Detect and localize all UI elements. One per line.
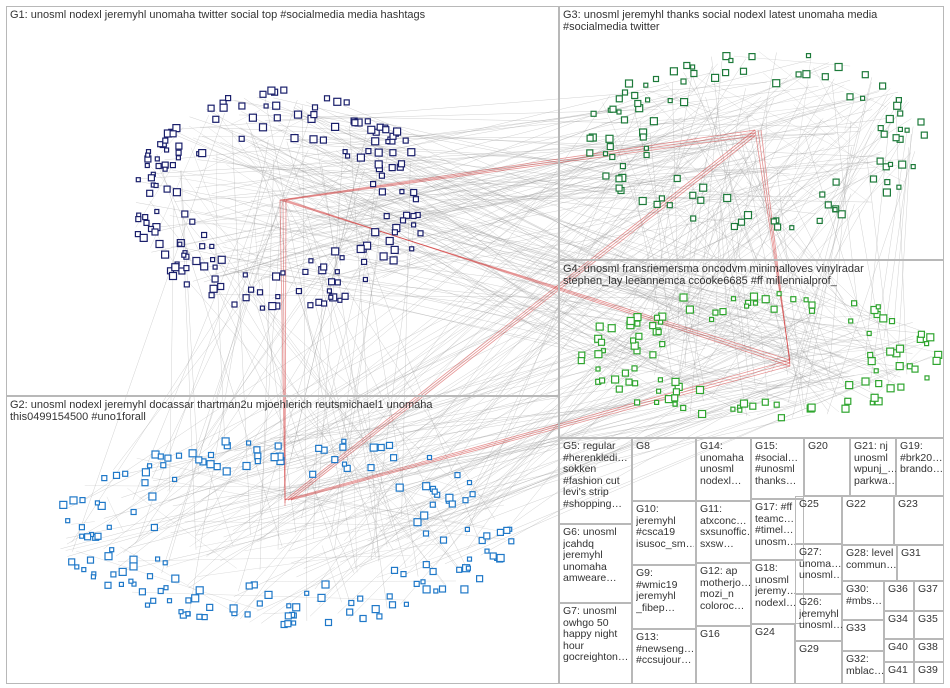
group-g33-box: G33 [842, 620, 884, 651]
group-g9-label: G9: #wmic19 jeremyhl _fibep… [636, 568, 694, 614]
group-g36-box: G36 [884, 581, 914, 611]
group-g30-label: G30: #mbs… [846, 584, 886, 607]
group-g1-box: G1: unosml nodexl jeremyhl unomaha twitt… [6, 6, 559, 396]
group-g25-label: G25 [799, 499, 841, 511]
group-g28-label: G28: level commun… [846, 548, 898, 571]
group-g16-label: G16 [700, 629, 750, 641]
group-g39-box: G39 [914, 662, 944, 684]
group-g13-box: G13: #newseng… #ccsujour… [632, 629, 696, 684]
group-g2-box: G2: unosml nodexl jeremyhl docassar thar… [6, 396, 559, 684]
group-g22-label: G22 [846, 499, 893, 511]
group-g24-label: G24 [755, 627, 795, 639]
group-g36-label: G36 [888, 584, 914, 596]
group-g30-box: G30: #mbs… [842, 581, 884, 620]
group-g6-box: G6: unosml jcahdq jeremyhl unomaha amwea… [559, 524, 632, 603]
group-g37-label: G37 [918, 584, 944, 596]
group-g21-box: G21: nj unosml wpunj_… parkwa… [850, 438, 896, 496]
group-g4-label: G4: unosml fransriemersma oncodvm minima… [563, 263, 941, 287]
group-g40-box: G40 [884, 639, 914, 662]
group-g25-box: G25 [795, 496, 842, 544]
group-g31-box: G31 [897, 545, 944, 581]
group-g41-label: G41 [888, 665, 914, 677]
group-g35-box: G35 [914, 611, 944, 639]
group-g3-box: G3: unosml jeremyhl thanks social nodexl… [559, 6, 944, 260]
group-g26-box: G26: jeremyhl unosml… [795, 594, 842, 641]
group-g32-box: G32: mblac… [842, 651, 884, 684]
group-g15-box: G15: #social… #unosml thanks… [751, 438, 804, 499]
group-g8-box: G8 [632, 438, 696, 501]
group-g16-box: G16 [696, 626, 751, 684]
group-g9-box: G9: #wmic19 jeremyhl _fibep… [632, 565, 696, 629]
group-g38-label: G38 [918, 642, 944, 654]
group-g11-box: G11: atxconc… sxsunoffic… sxsw… [696, 501, 751, 563]
group-g8-label: G8 [636, 441, 694, 453]
group-g23-box: G23 [894, 496, 944, 545]
group-g3-label: G3: unosml jeremyhl thanks social nodexl… [563, 9, 941, 33]
group-g5-label: G5: regular #herenkledi… sokken #fashion… [563, 441, 631, 511]
group-g23-label: G23 [898, 499, 944, 511]
group-g38-box: G38 [914, 639, 944, 662]
group-g29-box: G29 [795, 641, 842, 684]
group-g13-label: G13: #newseng… #ccsujour… [636, 632, 694, 667]
group-g34-box: G34 [884, 611, 914, 639]
group-g12-box: G12: ap motherjo… mozi_n coloroc… [696, 563, 751, 626]
group-g4-box: G4: unosml fransriemersma oncodvm minima… [559, 260, 944, 438]
group-g2-label: G2: unosml nodexl jeremyhl docassar thar… [10, 399, 555, 423]
group-g19-label: G19: #brk20… brando… [900, 441, 945, 476]
group-g33-label: G33 [846, 623, 884, 635]
group-g27-box: G27: unoma… unosml… [795, 544, 842, 594]
group-g14-box: G14: unomaha unosml nodexl… [696, 438, 751, 501]
group-g14-label: G14: unomaha unosml nodexl… [700, 441, 750, 487]
group-g10-label: G10: jeremyhl #csca19 isusoc_sm… [636, 504, 694, 550]
group-g11-label: G11: atxconc… sxsunoffic… sxsw… [700, 504, 750, 550]
group-g7-box: G7: unosml owhgo 50 happy night hour goc… [559, 603, 632, 684]
group-g35-label: G35 [918, 614, 944, 626]
group-g22-box: G22 [842, 496, 894, 545]
group-g1-label: G1: unosml nodexl jeremyhl unomaha twitt… [10, 9, 555, 21]
group-g29-label: G29 [799, 644, 841, 656]
group-g34-label: G34 [888, 614, 914, 626]
group-g41-box: G41 [884, 662, 914, 684]
group-g28-box: G28: level commun… [842, 545, 897, 581]
group-g40-label: G40 [888, 642, 914, 654]
group-g7-label: G7: unosml owhgo 50 happy night hour goc… [563, 606, 631, 664]
group-g37-box: G37 [914, 581, 944, 611]
group-g10-box: G10: jeremyhl #csca19 isusoc_sm… [632, 501, 696, 565]
group-g21-label: G21: nj unosml wpunj_… parkwa… [854, 441, 897, 487]
group-g19-box: G19: #brk20… brando… [896, 438, 944, 496]
group-g32-label: G32: mblac… [846, 654, 884, 677]
group-g20-label: G20 [808, 441, 850, 453]
group-g31-label: G31 [901, 548, 943, 560]
group-g20-box: G20 [804, 438, 850, 496]
group-g39-label: G39 [918, 665, 944, 677]
group-g5-box: G5: regular #herenkledi… sokken #fashion… [559, 438, 632, 524]
group-g12-label: G12: ap motherjo… mozi_n coloroc… [700, 566, 750, 612]
group-g26-label: G26: jeremyhl unosml… [799, 597, 843, 632]
group-g27-label: G27: unoma… unosml… [799, 547, 841, 582]
group-g6-label: G6: unosml jcahdq jeremyhl unomaha amwea… [563, 527, 631, 585]
group-g15-label: G15: #social… #unosml thanks… [755, 441, 803, 487]
group-g24-box: G24 [751, 624, 795, 684]
